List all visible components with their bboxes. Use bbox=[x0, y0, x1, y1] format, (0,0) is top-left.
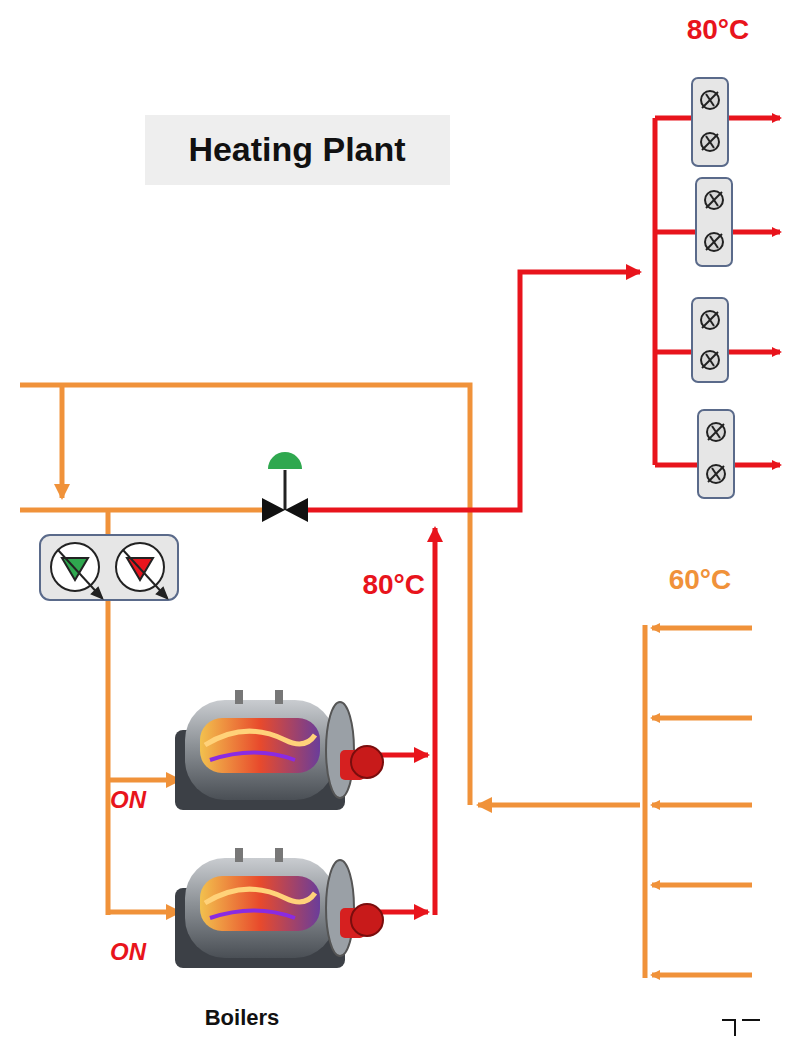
status-label: ON bbox=[110, 939, 146, 965]
boilers-label: Boilers bbox=[205, 1006, 280, 1030]
plant-title: Heating Plant bbox=[188, 131, 405, 168]
status-label: ON bbox=[110, 787, 146, 813]
temperature-label: 80°C bbox=[687, 15, 750, 46]
temperature-label: 60°C bbox=[669, 565, 732, 596]
temperature-label: 80°C bbox=[359, 569, 428, 602]
